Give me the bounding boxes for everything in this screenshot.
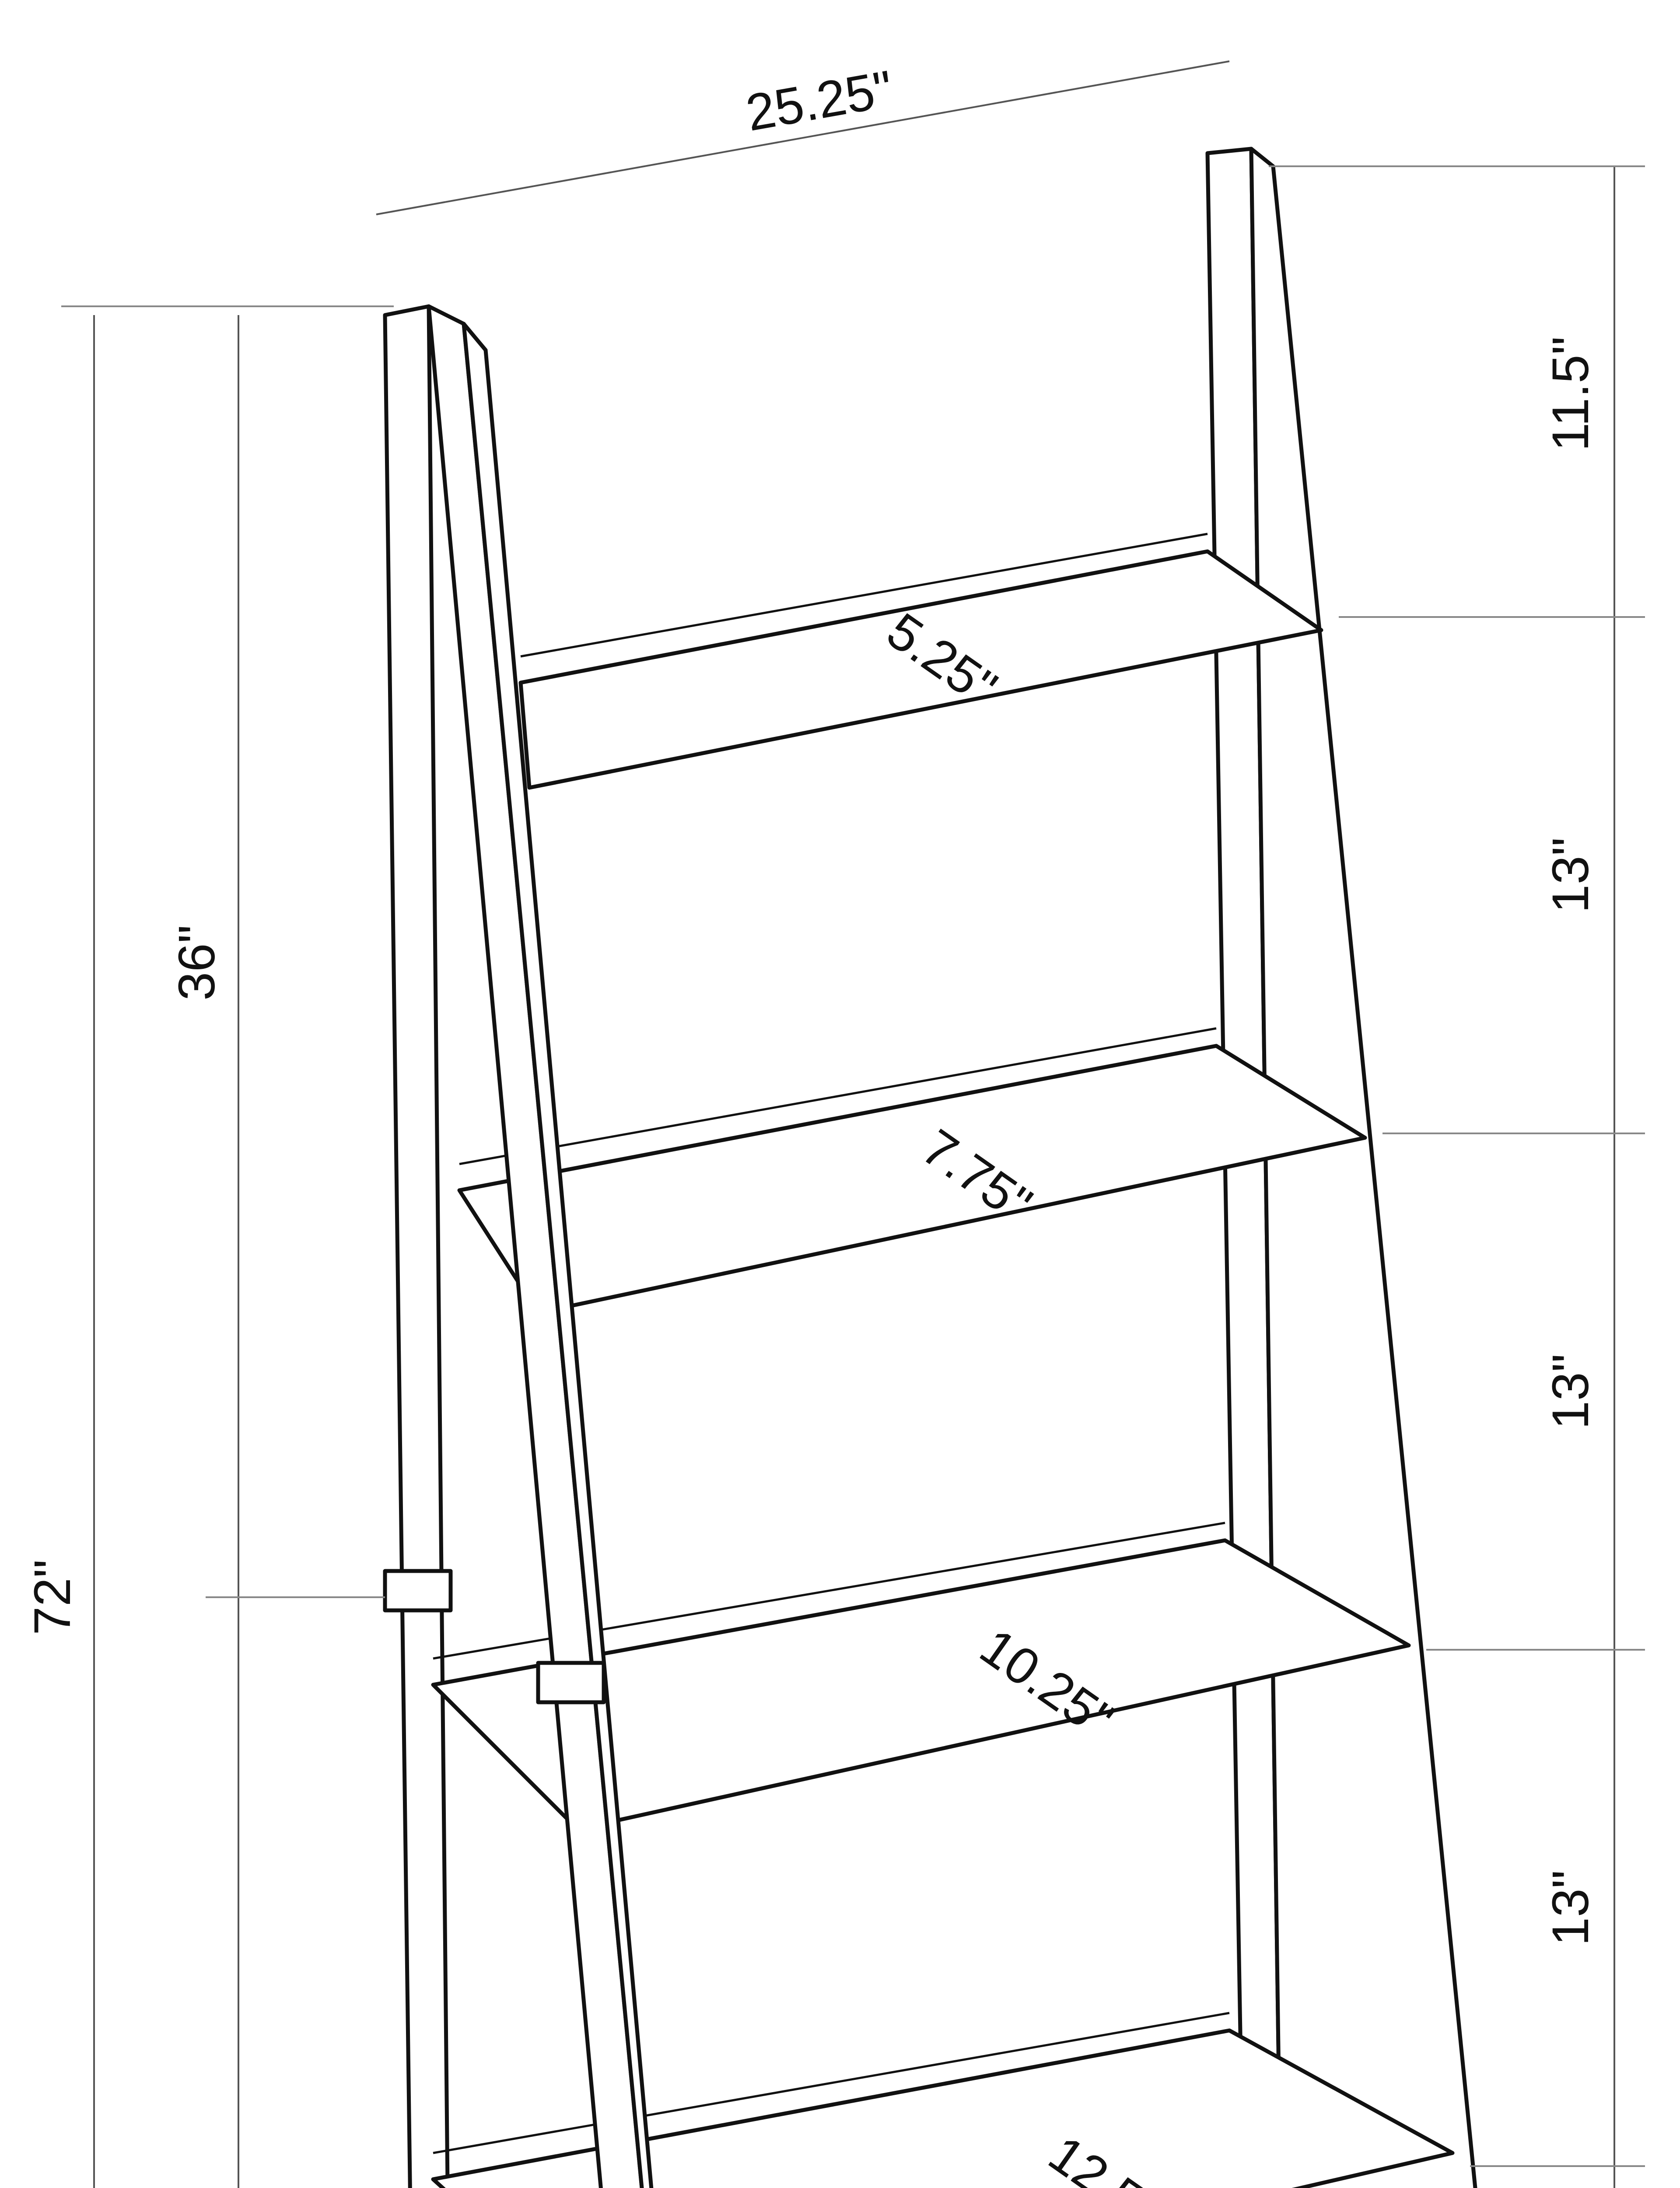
- upper-half-height-label: 36": [168, 925, 226, 1000]
- shelf-gap-2-label: 13": [1542, 1353, 1600, 1429]
- back-right-leg: [1205, 147, 1477, 2188]
- top-width-label: 25.25": [742, 60, 897, 142]
- total-height-label: 72": [24, 1559, 81, 1635]
- shelf-gap-3-label: 13": [1542, 1870, 1600, 1946]
- dimension-lines: [61, 60, 1645, 2188]
- shelf-gap-1-label: 13": [1542, 837, 1600, 913]
- front-left-leg: [383, 304, 654, 2188]
- shelves: [431, 533, 1455, 2188]
- top-clearance-label: 11.5": [1542, 337, 1600, 452]
- back-left-leg: [383, 304, 450, 2188]
